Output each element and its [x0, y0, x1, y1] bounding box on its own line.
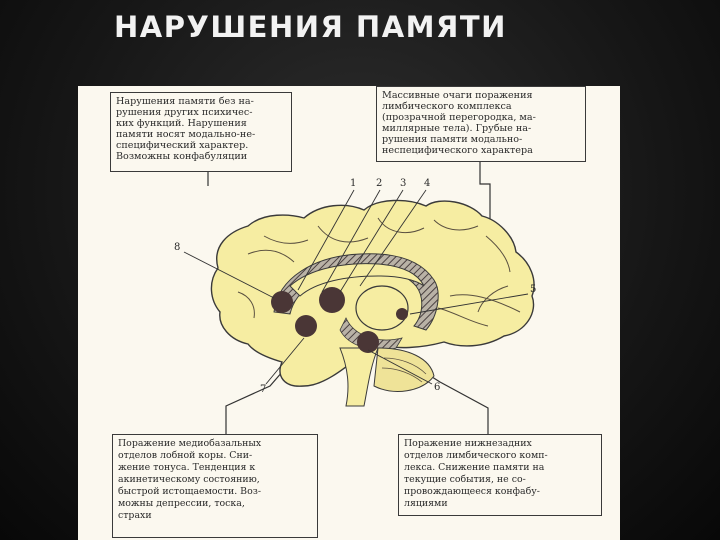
- note-inferoposterior-limbic-lesion: Поражение нижнезадних отделов лимбическо…: [398, 434, 602, 516]
- marker-2: 2: [376, 178, 383, 189]
- marker-8: 8: [174, 242, 181, 253]
- cerebellum: [373, 347, 435, 392]
- note-mediobasal-frontal-lesion: Поражение медиобазальных отделов лобной …: [112, 434, 318, 538]
- marker-1: 1: [350, 178, 357, 189]
- marker-leaders: [183, 189, 529, 385]
- lesion-frontal-upper: [271, 291, 293, 313]
- lesion-frontal-lower: [295, 315, 317, 337]
- slide-title: НАРУШЕНИЯ ПАМЯТИ: [114, 10, 507, 44]
- note-massive-limbic-lesions: Массивные очаги поражения лимбического к…: [376, 86, 586, 162]
- note-memory-without-other-functions: Нарушения памяти без на- рушения других …: [110, 92, 292, 172]
- brainstem: [339, 347, 379, 407]
- corpus-callosum: [289, 263, 425, 297]
- marker-5: 5: [530, 284, 537, 295]
- marker-3: 3: [400, 178, 407, 189]
- thalamus: [355, 285, 409, 331]
- marker-7: 7: [260, 384, 267, 395]
- thalamus-hatch: [339, 317, 403, 351]
- brain-sulci: [237, 217, 521, 327]
- lesion-mammillary: [357, 331, 379, 353]
- lesion-septum: [319, 287, 345, 313]
- marker-4: 4: [424, 178, 431, 189]
- brain-diagram-figure: Нарушения памяти без на- рушения других …: [78, 86, 620, 540]
- lesion-posterior: [396, 308, 408, 320]
- marker-6: 6: [434, 382, 441, 393]
- brain-diagram-svg: [183, 162, 535, 434]
